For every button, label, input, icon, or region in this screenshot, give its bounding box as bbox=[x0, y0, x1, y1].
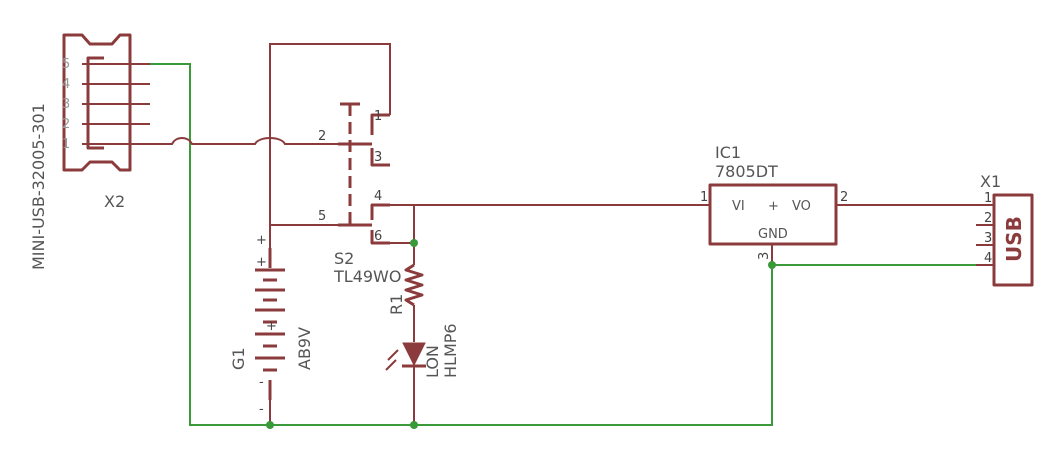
led-part: HLMP6 bbox=[441, 323, 460, 378]
junction bbox=[768, 261, 776, 269]
x1-pin1-label: 1 bbox=[984, 191, 992, 206]
ic1-plus: + bbox=[768, 199, 779, 214]
gnd-net bbox=[150, 63, 976, 426]
ic1-ref: IC1 bbox=[715, 143, 741, 162]
g1-plus-label-3: + bbox=[266, 319, 277, 334]
regulator-ic1: VI + VO GND 1 2 3 IC1 7805DT bbox=[700, 143, 848, 260]
s2-pin5-wire bbox=[269, 224, 338, 248]
g1-plus-label-2: + bbox=[256, 255, 267, 270]
x1-pin4-label: 4 bbox=[984, 251, 992, 266]
g1-ref: G1 bbox=[229, 347, 248, 370]
r1-zigzag bbox=[404, 263, 424, 307]
x1-body bbox=[992, 193, 1034, 287]
g1-minus-label: - bbox=[259, 375, 264, 390]
s2-pin6-label: 6 bbox=[374, 229, 382, 244]
x2-part: MINI-USB-32005-301 bbox=[29, 103, 48, 270]
ic1-pin2-label: 2 bbox=[840, 190, 848, 205]
junction bbox=[266, 421, 274, 429]
x2-pin2-label: 2 bbox=[62, 117, 70, 132]
s2-ref: S2 bbox=[334, 249, 354, 268]
ic1-vo: VO bbox=[792, 199, 811, 214]
s2-contact-3 bbox=[370, 148, 390, 167]
g1-minus-label-2: - bbox=[259, 402, 264, 417]
g1-plus-label: + bbox=[256, 233, 267, 248]
s2-part: TL49WO bbox=[333, 267, 401, 286]
x2-ref: X2 bbox=[104, 192, 125, 211]
x1-pin3-label: 3 bbox=[984, 231, 992, 246]
switch-s2: 1 2 3 4 5 6 S2 TL49WO bbox=[318, 102, 401, 286]
g1-part: AB9V bbox=[295, 327, 314, 370]
junction bbox=[410, 239, 418, 247]
r1-ref: R1 bbox=[387, 294, 406, 315]
x2-pin1-label: 1 bbox=[62, 137, 70, 152]
s2-pin1-label: 1 bbox=[374, 109, 382, 124]
s2-pin2-label: 2 bbox=[318, 129, 326, 144]
led-triangle bbox=[402, 342, 426, 367]
junction bbox=[410, 421, 418, 429]
s2-pin1-wire bbox=[269, 43, 391, 225]
ic1-vi: VI bbox=[732, 199, 745, 214]
x2-outline bbox=[62, 33, 132, 172]
ic1-part: 7805DT bbox=[715, 162, 778, 181]
connector-x1: 1 2 3 4 USB X1 bbox=[976, 172, 1034, 287]
resistor-r1: R1 bbox=[387, 263, 424, 315]
s2-pin3-label: 3 bbox=[374, 150, 382, 165]
s2-contact-1 bbox=[370, 113, 390, 135]
led-ray bbox=[387, 349, 399, 361]
x2-pin4-label: 4 bbox=[62, 77, 70, 92]
s2-contact-4 bbox=[370, 203, 390, 220]
x1-label: USB bbox=[1002, 216, 1026, 262]
x2-pin3-label: 3 bbox=[62, 97, 70, 112]
x1-ref: X1 bbox=[980, 172, 1001, 191]
vbus-wire bbox=[150, 137, 338, 145]
ic1-pin1-label: 1 bbox=[700, 190, 708, 205]
x2-pin5-label: 5 bbox=[62, 57, 70, 72]
battery-g1: + + + - - G1 AB9V bbox=[229, 233, 314, 417]
led-ref: LON bbox=[423, 345, 442, 378]
x1-pin2-label: 2 bbox=[984, 211, 992, 226]
ic1-pin3-label: 3 bbox=[757, 252, 772, 260]
ic1-body bbox=[708, 183, 838, 246]
led-ray bbox=[385, 359, 397, 371]
s2-pin4-label: 4 bbox=[374, 189, 382, 204]
s2-pin4-wire bbox=[390, 204, 415, 243]
led-lon: LON HLMP6 bbox=[385, 323, 460, 378]
connector-x2: 5 4 3 2 1 X2 MINI-USB-32005-301 bbox=[29, 33, 150, 270]
s2-contact-6 bbox=[370, 230, 390, 245]
s2-pin5-label: 5 bbox=[318, 209, 326, 224]
ic1-gnd: GND bbox=[758, 227, 788, 242]
